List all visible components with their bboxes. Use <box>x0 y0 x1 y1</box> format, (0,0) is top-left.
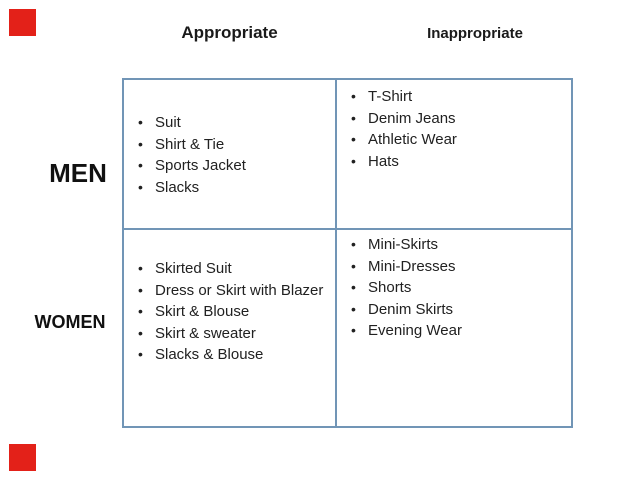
bullet-item: Slacks & Blouse <box>124 344 335 366</box>
bullet-item: Suit <box>124 112 335 134</box>
men-appropriate-list: SuitShirt & TieSports JacketSlacks <box>124 80 335 198</box>
cell-men-inappropriate: T-ShirtDenim JeansAthletic WearHats <box>337 80 571 230</box>
bullet-item: Mini-Skirts <box>337 234 571 256</box>
bullet-item: Skirt & Blouse <box>124 301 335 323</box>
women-appropriate-list: Skirted SuitDress or Skirt with BlazerSk… <box>124 230 335 366</box>
bullet-item: Denim Skirts <box>337 299 571 321</box>
bullet-item: Skirt & sweater <box>124 323 335 345</box>
red-square-top-decoration <box>9 9 36 36</box>
men-inappropriate-list: T-ShirtDenim JeansAthletic WearHats <box>337 80 571 172</box>
bullet-item: Mini-Dresses <box>337 256 571 278</box>
women-inappropriate-list: Mini-SkirtsMini-DressesShortsDenim Skirt… <box>337 230 571 342</box>
bullet-item: T-Shirt <box>337 86 571 108</box>
column-header-inappropriate: Inappropriate <box>427 25 523 42</box>
cell-men-appropriate: SuitShirt & TieSports JacketSlacks <box>124 80 337 230</box>
red-square-bottom-decoration <box>9 444 36 471</box>
bullet-item: Denim Jeans <box>337 108 571 130</box>
bullet-item: Skirted Suit <box>124 258 335 280</box>
row-label-women: WOMEN <box>34 312 106 332</box>
bullet-item: Sports Jacket <box>124 155 335 177</box>
cell-women-inappropriate: Mini-SkirtsMini-DressesShortsDenim Skirt… <box>337 230 571 426</box>
row-label-men: MEN <box>49 158 107 188</box>
bullet-item: Shirt & Tie <box>124 134 335 156</box>
bullet-item: Dress or Skirt with Blazer <box>124 280 335 302</box>
bullet-item: Hats <box>337 151 571 173</box>
dress-code-matrix-table: SuitShirt & TieSports JacketSlacks T-Shi… <box>122 78 573 428</box>
bullet-item: Shorts <box>337 277 571 299</box>
column-header-appropriate: Appropriate <box>181 23 278 42</box>
bullet-item: Slacks <box>124 177 335 199</box>
cell-women-appropriate: Skirted SuitDress or Skirt with BlazerSk… <box>124 230 337 426</box>
bullet-item: Athletic Wear <box>337 129 571 151</box>
bullet-item: Evening Wear <box>337 320 571 342</box>
